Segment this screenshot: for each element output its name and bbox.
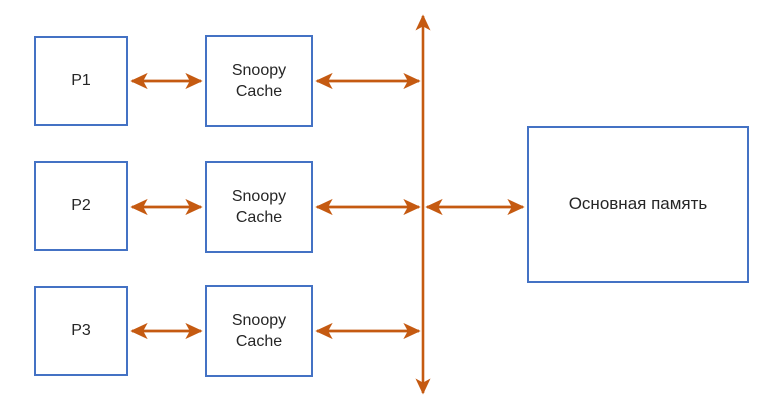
cache-label: Snoopy Cache [231,187,287,226]
snoopy-cache-box-1[interactable]: Snoopy Cache [205,35,313,127]
cache-label: Snoopy Cache [231,311,287,350]
processor-label: P2 [71,197,91,215]
main-memory-box[interactable]: Основная память [527,126,749,283]
processor-box-p2[interactable]: P2 [34,161,128,251]
snoopy-cache-box-2[interactable]: Snoopy Cache [205,161,313,253]
processor-box-p3[interactable]: P3 [34,286,128,376]
processor-label: P3 [71,322,91,340]
main-memory-label: Основная память [568,194,708,214]
snoopy-cache-box-3[interactable]: Snoopy Cache [205,285,313,377]
processor-label: P1 [71,72,91,90]
processor-box-p1[interactable]: P1 [34,36,128,126]
cache-label: Snoopy Cache [231,61,287,100]
